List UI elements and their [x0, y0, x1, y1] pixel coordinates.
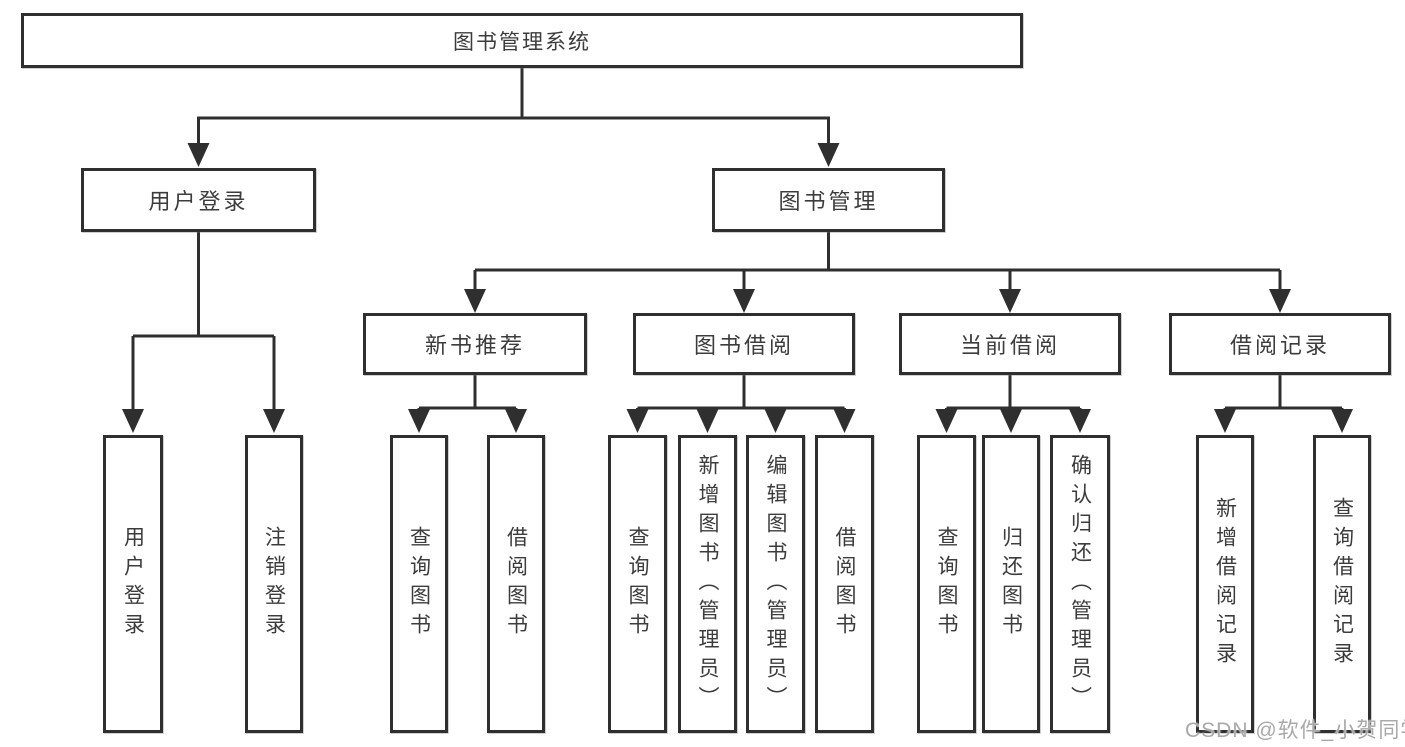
node-book-borrow: 图书借阅 [633, 313, 855, 375]
node-root-label: 图书管理系统 [453, 30, 591, 54]
leaf-confirm-return-admin: 确认归还（管理员） [1050, 435, 1110, 733]
arrow-user-login [187, 143, 210, 167]
leaf-add-book-admin: 新增图书（管理员） [678, 435, 737, 733]
leaf-return-books: 归还图书 [982, 435, 1040, 733]
node-new-book-recommend-label: 新书推荐 [424, 333, 525, 358]
leaf-borrow-books-2: 借阅图书 [815, 435, 874, 733]
arrowheads [122, 143, 1353, 433]
leaf-query-books-recommend: 查询图书 [390, 435, 448, 733]
node-new-book-recommend: 新书推荐 [363, 313, 587, 375]
leaf-add-borrow-record: 新增借阅记录 [1196, 435, 1254, 733]
node-borrow-records-label: 借阅记录 [1229, 333, 1330, 358]
arrow-book-mgmt [817, 143, 840, 167]
node-book-borrow-label: 图书借阅 [693, 333, 794, 358]
leaf-borrow-books-recommend: 借阅图书 [487, 435, 545, 733]
node-user-login: 用户登录 [81, 168, 316, 232]
node-current-borrow: 当前借阅 [899, 313, 1121, 375]
node-book-management-label: 图书管理 [778, 189, 879, 214]
leaf-user-login: 用户登录 [103, 435, 163, 733]
node-borrow-records: 借阅记录 [1169, 313, 1391, 375]
leaf-query-books-borrow: 查询图书 [608, 435, 667, 733]
node-root-system: 图书管理系统 [21, 13, 1023, 68]
node-book-management: 图书管理 [712, 168, 945, 232]
node-user-login-label: 用户登录 [148, 189, 249, 214]
csdn-watermark: CSDN @软件_小贺同学 [1185, 719, 1405, 742]
leaf-query-books-current: 查询图书 [917, 435, 976, 733]
node-current-borrow-label: 当前借阅 [959, 333, 1060, 358]
leaf-edit-book-admin: 编辑图书（管理员） [746, 435, 805, 733]
leaf-query-borrow-record: 查询借阅记录 [1313, 435, 1371, 733]
leaf-logout: 注销登录 [245, 435, 303, 733]
